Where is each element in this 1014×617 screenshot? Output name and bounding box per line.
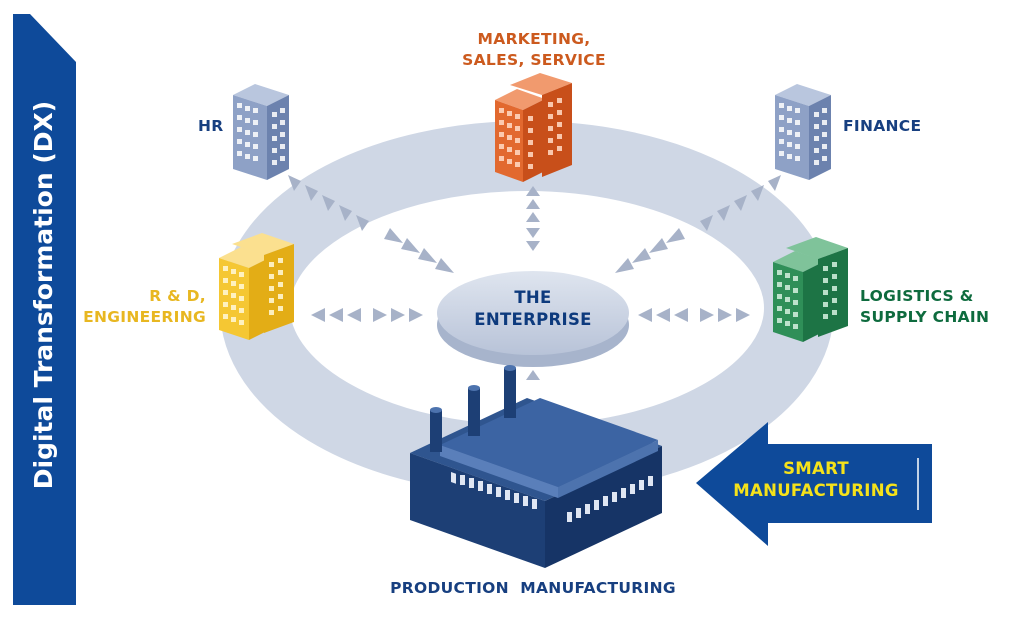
smart-manufacturing-arrow <box>696 422 932 546</box>
enterprise-line1: THE <box>514 288 552 307</box>
arrows-right <box>638 308 750 322</box>
finance-label: FINANCE <box>843 117 922 135</box>
marketing-line2: SALES, SERVICE <box>462 51 606 69</box>
production-label: PRODUCTION MANUFACTURING <box>390 579 676 597</box>
marketing-line1: MARKETING, <box>477 30 591 48</box>
arrows-left <box>311 308 423 322</box>
marketing-building <box>495 73 572 182</box>
logistics-line2: SUPPLY CHAIN <box>860 308 990 326</box>
hr-label: HR <box>198 117 224 135</box>
rnd-line1: R & D, <box>149 287 206 305</box>
enterprise-label: THE ENTERPRISE <box>453 287 613 331</box>
marketing-label: MARKETING, SALES, SERVICE <box>452 29 616 71</box>
sidebar-title: Digital Transformation (DX) <box>29 100 58 490</box>
factory <box>410 365 662 568</box>
enterprise-line2: ENTERPRISE <box>474 310 592 329</box>
hr-building <box>233 84 289 180</box>
rnd-line2: ENGINEERING <box>83 308 206 326</box>
smart-line2: MANUFACTURING <box>733 481 899 500</box>
enterprise-disc <box>437 271 629 355</box>
logistics-line1: LOGISTICS & <box>860 287 974 305</box>
arrows-finance <box>615 175 781 273</box>
logistics-label: LOGISTICS & SUPPLY CHAIN <box>860 286 1010 328</box>
arrows-hr <box>288 175 454 273</box>
smart-line1: SMART <box>783 459 849 478</box>
arrow-bottom <box>526 370 540 380</box>
rnd-building <box>219 233 294 340</box>
rnd-label: R & D, ENGINEERING <box>60 286 206 328</box>
finance-building <box>775 84 831 180</box>
smart-manufacturing-label: SMART MANUFACTURING <box>720 458 912 502</box>
arrows-top <box>526 186 540 251</box>
logistics-building <box>773 237 848 342</box>
sidebar-banner <box>13 14 76 605</box>
